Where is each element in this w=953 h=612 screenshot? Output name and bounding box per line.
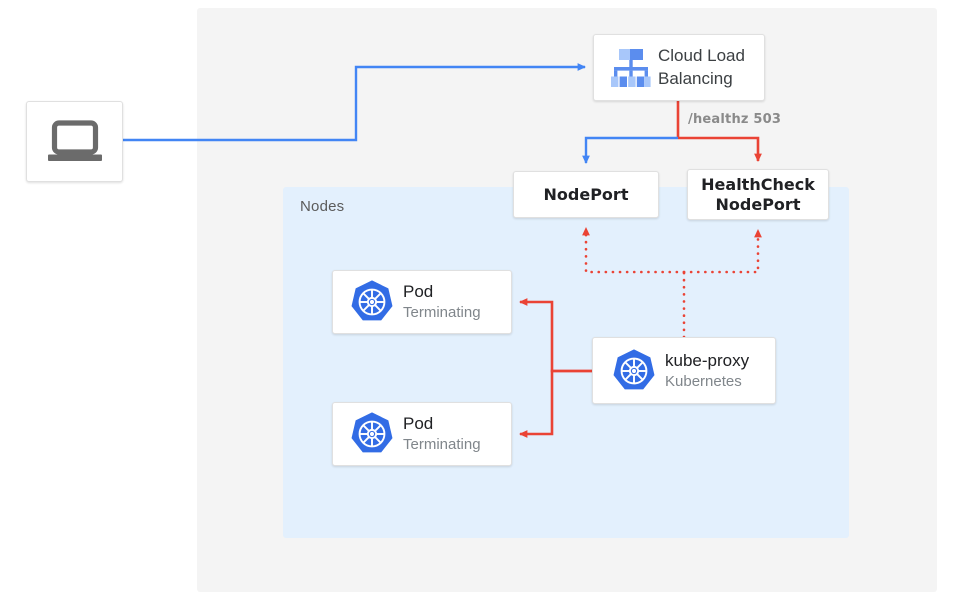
- kube-proxy-label: kube-proxy Kubernetes: [665, 350, 749, 392]
- kube-proxy-subtitle: Kubernetes: [665, 372, 742, 390]
- kubernetes-icon: [603, 348, 665, 394]
- pod-node-1-subtitle: Terminating: [403, 304, 481, 322]
- laptop-icon: [46, 119, 104, 164]
- nodeport-node[interactable]: NodePort: [513, 171, 659, 218]
- healthcheck-nodeport-label-line2: NodePort: [715, 194, 801, 214]
- healthz-annotation: /healthz 503: [688, 112, 782, 127]
- healthcheck-nodeport-node[interactable]: HealthCheck NodePort: [687, 169, 829, 220]
- cloud-load-balancing-icon: [604, 48, 658, 88]
- kube-proxy-title: kube-proxy: [665, 350, 750, 370]
- healthcheck-nodeport-label-line1: HealthCheck: [701, 174, 815, 194]
- kube-proxy-node[interactable]: kube-proxy Kubernetes: [592, 337, 776, 404]
- pod-node-1-label: Pod Terminating: [403, 281, 481, 323]
- pod-node-2-label: Pod Terminating: [403, 413, 481, 455]
- client-node[interactable]: [26, 101, 123, 182]
- cloud-load-balancing-title-line1: Cloud Load: [658, 46, 745, 66]
- nodes-region-label: Nodes: [300, 198, 345, 215]
- pod-node-1[interactable]: Pod Terminating: [332, 270, 512, 334]
- cloud-load-balancing-node[interactable]: Cloud Load Balancing: [593, 34, 765, 101]
- healthcheck-nodeport-label: HealthCheck NodePort: [701, 175, 815, 215]
- nodeport-label: NodePort: [543, 184, 629, 204]
- cloud-load-balancing-title-line2: Balancing: [658, 68, 733, 88]
- pod-node-2[interactable]: Pod Terminating: [332, 402, 512, 466]
- kubernetes-icon: [341, 279, 403, 325]
- cloud-load-balancing-label: Cloud Load Balancing: [658, 45, 745, 90]
- pod-node-1-title: Pod: [403, 282, 434, 302]
- kubernetes-icon: [341, 411, 403, 457]
- pod-node-2-subtitle: Terminating: [403, 436, 481, 454]
- pod-node-2-title: Pod: [403, 414, 434, 434]
